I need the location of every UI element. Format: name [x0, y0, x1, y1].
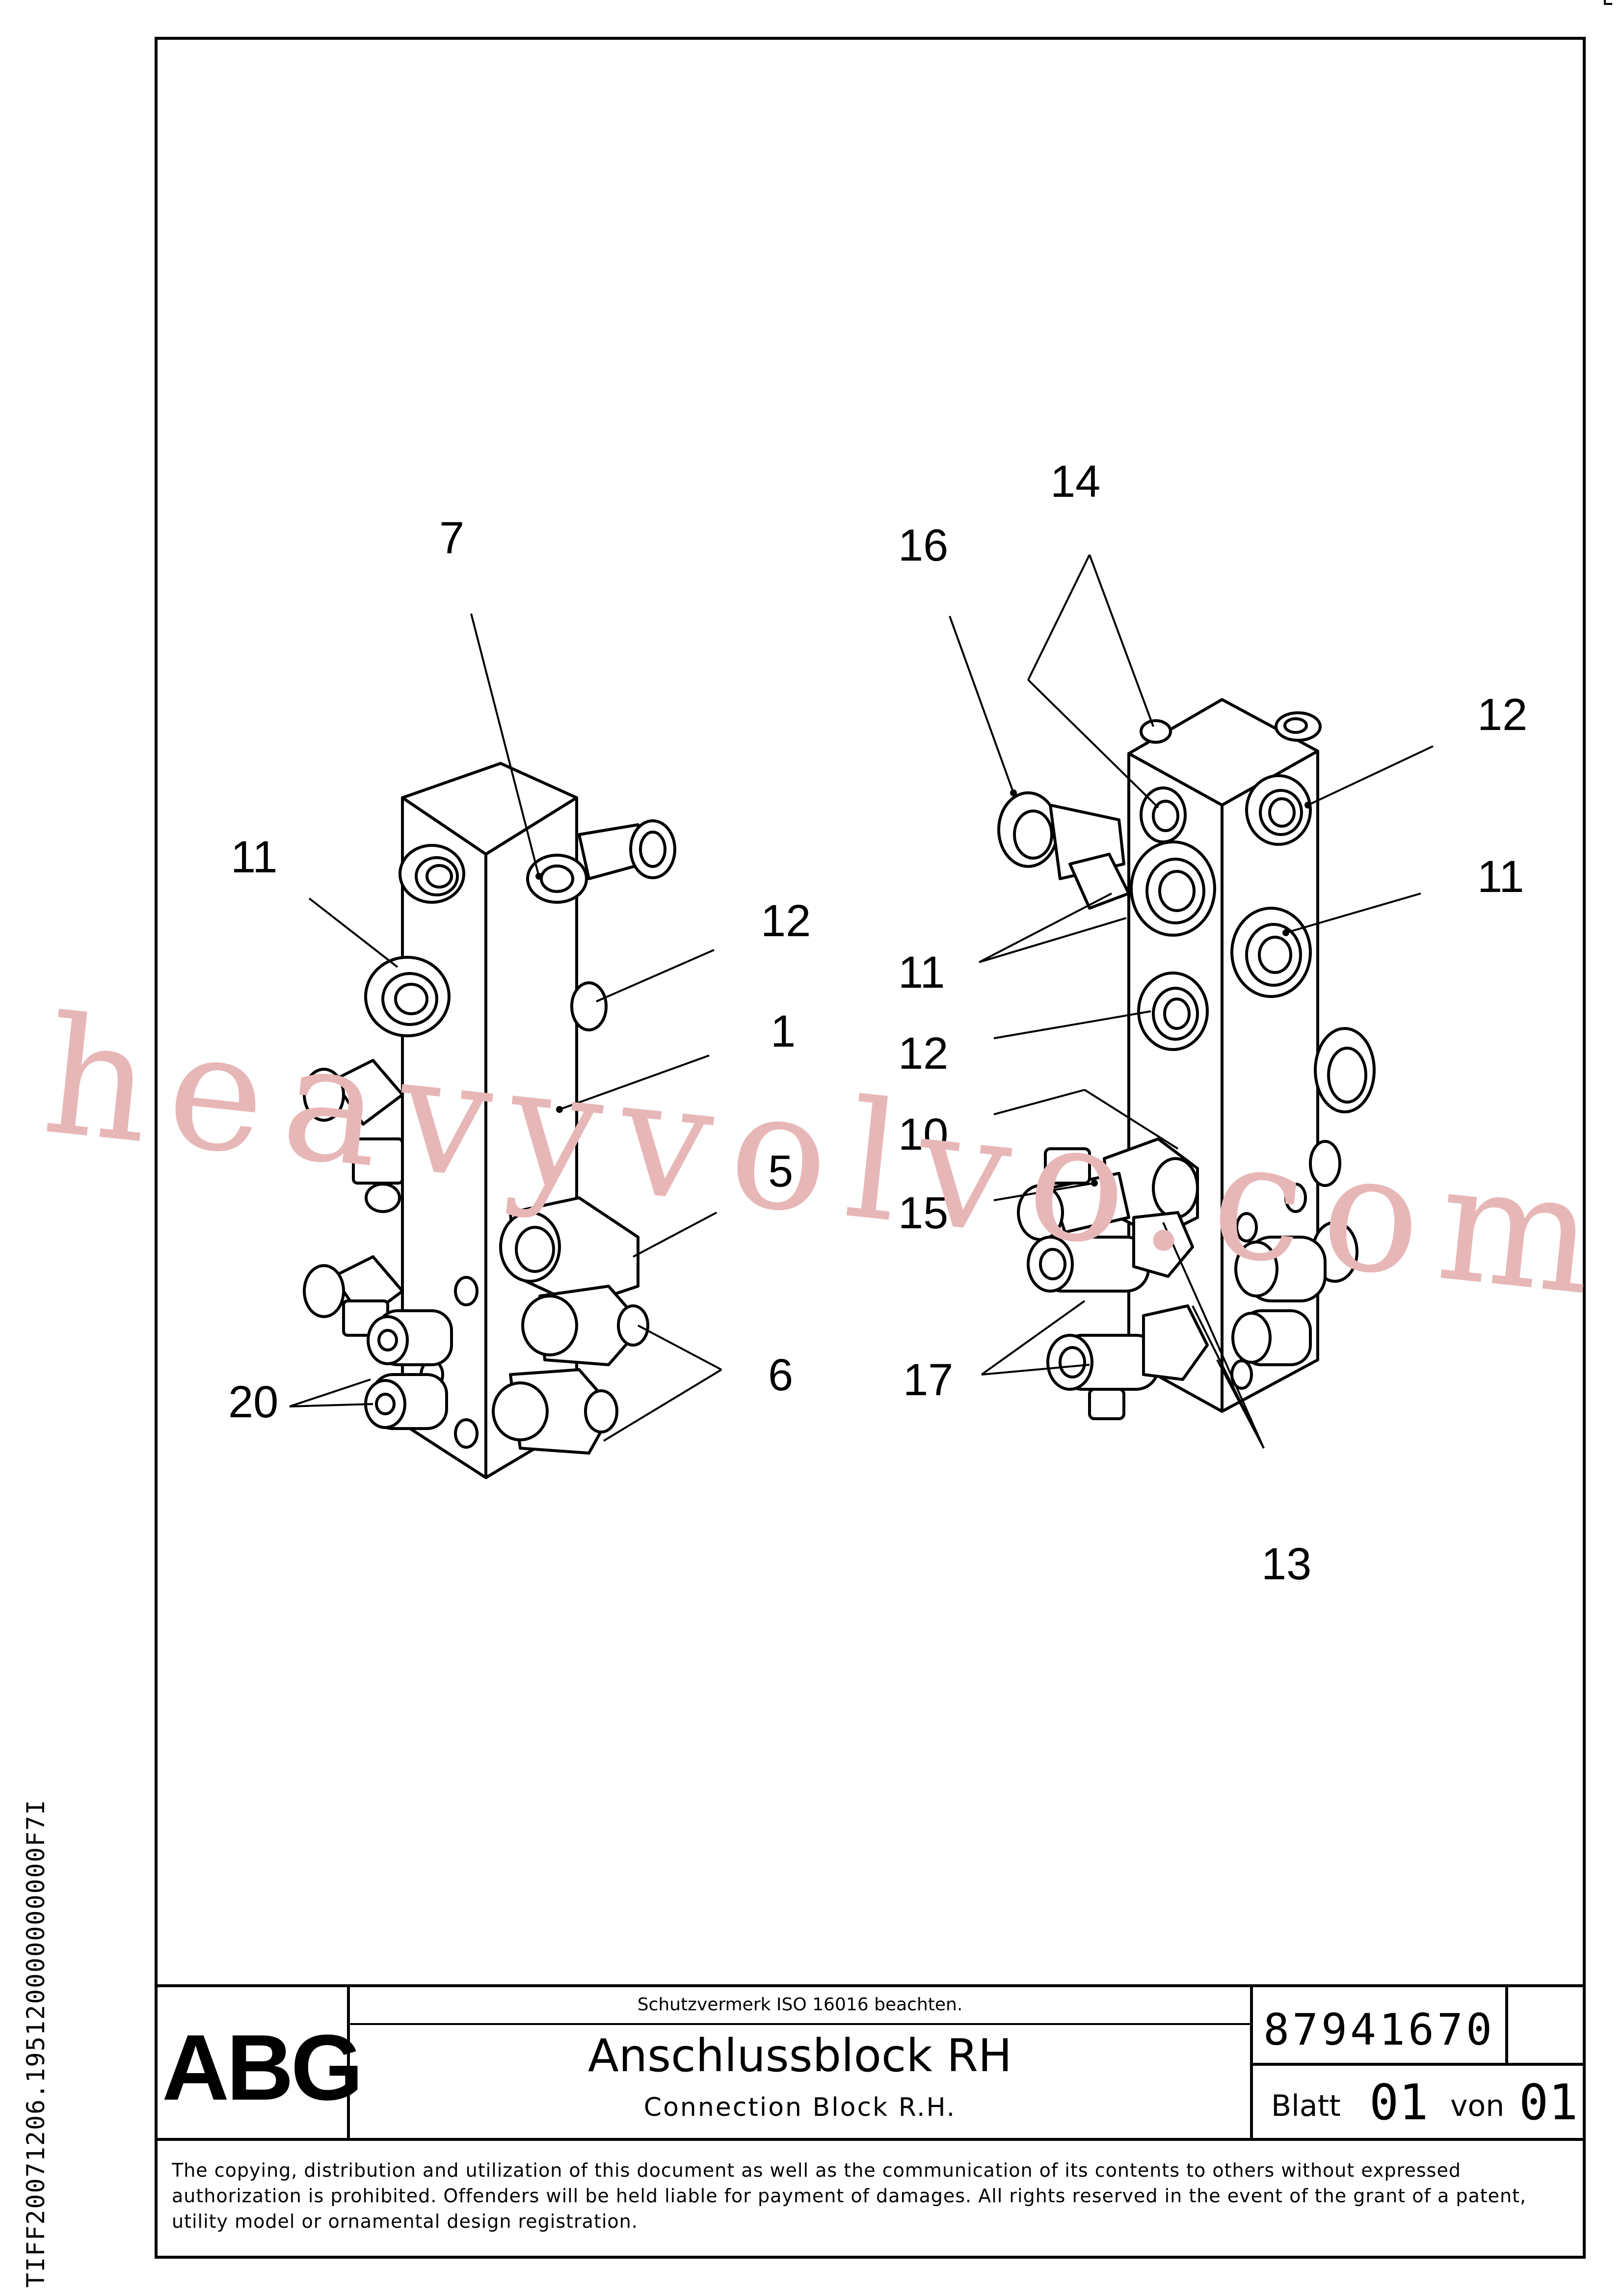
- fitting-14-top: [1140, 711, 1322, 744]
- callout-7: 7: [439, 513, 465, 563]
- callout-5: 5: [768, 1146, 794, 1196]
- fitting-right-edge-upper: [1309, 1027, 1376, 1187]
- port-hole: [454, 1418, 479, 1449]
- fitting-11-right-side: [1230, 907, 1312, 998]
- fitting-16: [997, 791, 1130, 910]
- corner-mark: [1604, 0, 1612, 5]
- callout-16: 16: [898, 520, 949, 570]
- callout-14: 14: [1050, 457, 1101, 507]
- callout-12-right-mid: 12: [898, 1028, 949, 1079]
- callout-12-left: 12: [761, 896, 811, 946]
- connection-block-right-view: [997, 698, 1376, 1420]
- fitting-5: [499, 1196, 639, 1307]
- fitting-20-upper: [367, 1309, 453, 1366]
- elbow-fitting-left-upper: [303, 1059, 404, 1213]
- fitting-17-upper: [1027, 1236, 1150, 1293]
- fitting-7: [526, 819, 676, 904]
- fitting-right-edge-lower: [1231, 1221, 1358, 1366]
- fitting-12-right-top: [1245, 774, 1312, 846]
- of-value: 01: [1519, 2074, 1578, 2131]
- document-code: TIFF20071206.195120000000000F7I: [22, 1799, 50, 2288]
- abg-logo: ABG: [162, 2016, 363, 2120]
- leader-dots: [535, 789, 1311, 1187]
- connection-block-left-view: [303, 762, 676, 1479]
- fitting-6-lower: [492, 1368, 618, 1455]
- callout-20: 20: [228, 1377, 279, 1427]
- fitting-12-right-mid: [1137, 972, 1209, 1051]
- protection-note: Schutzvermerk ISO 16016 beachten.: [637, 1995, 963, 2015]
- drawing-title: Anschlussblock RH: [587, 2029, 1012, 2082]
- sheet-label: Blatt: [1271, 2089, 1341, 2123]
- port-hole: [1235, 1212, 1258, 1243]
- drawing-border: [155, 37, 1586, 2259]
- leader-lines: [289, 554, 1434, 1449]
- copyright-notice: The copying, distribution and utilizatio…: [172, 2160, 1527, 2232]
- callout-17: 17: [903, 1355, 954, 1405]
- fitting-17-lower: [1046, 1334, 1160, 1420]
- fitting-11-right-face: [1130, 840, 1216, 937]
- callout-11-left: 11: [231, 832, 278, 882]
- fitting-6-upper: [521, 1285, 649, 1366]
- plug-12-left: [570, 981, 608, 1031]
- callout-15: 15: [898, 1188, 949, 1238]
- port-hole: [1284, 1183, 1307, 1213]
- fitting-11-left-mid: [364, 956, 451, 1037]
- callout-12-right-top: 12: [1477, 690, 1528, 740]
- sheet-value: 01: [1369, 2074, 1429, 2131]
- callout-11-right-mid: 11: [898, 947, 945, 998]
- callout-11-right-top: 11: [1477, 852, 1524, 902]
- callout-1: 1: [771, 1006, 796, 1056]
- title-block-frame: [156, 1984, 1584, 2141]
- drawing-subtitle: Connection Block R.H.: [643, 2093, 957, 2122]
- of-label: von: [1450, 2089, 1505, 2123]
- callout-6: 6: [768, 1350, 794, 1400]
- port-hole: [454, 1276, 479, 1306]
- drawing-number: 87941670: [1263, 2004, 1495, 2055]
- elbow-fitting-left-lower: [303, 1255, 404, 1337]
- fitting-13: [1132, 1211, 1209, 1381]
- callout-10: 10: [898, 1109, 949, 1160]
- fitting-11-left-top: [399, 844, 465, 904]
- callout-13: 13: [1261, 1539, 1312, 1589]
- fitting-20-lower: [364, 1373, 448, 1430]
